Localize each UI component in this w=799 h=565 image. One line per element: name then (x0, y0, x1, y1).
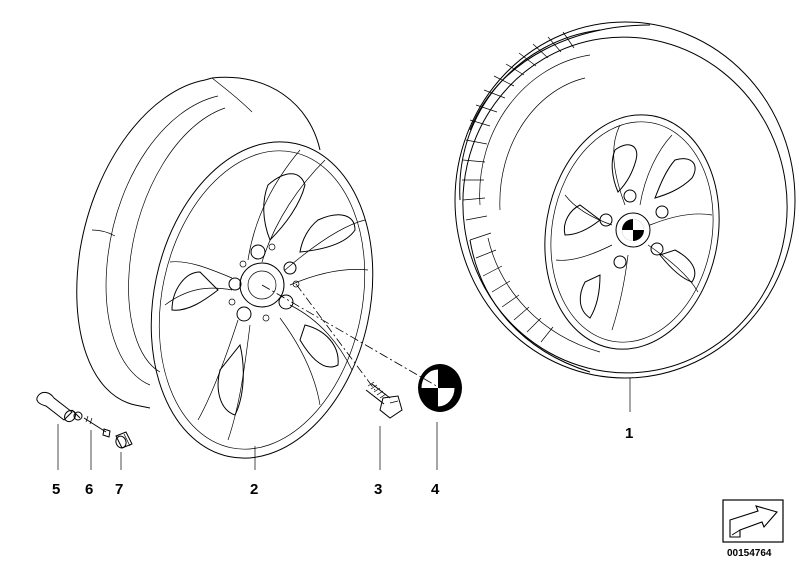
diagram-corner-arrow-icon (722, 499, 784, 543)
alloy-rim-illustration (76, 76, 374, 459)
callout-7: 7 (115, 481, 123, 498)
callout-1: 1 (625, 425, 633, 442)
callout-6: 6 (85, 481, 93, 498)
leader-lines (57, 283, 631, 470)
callout-5: 5 (52, 481, 60, 498)
callout-2: 2 (250, 481, 258, 498)
valve-cap-illustration (115, 431, 133, 449)
callout-4: 4 (431, 481, 440, 498)
complete-wheel-tyre-illustration (454, 21, 796, 379)
callout-3: 3 (374, 481, 382, 498)
wheel-bolt-illustration (365, 381, 403, 419)
document-number: 00154764 (727, 548, 772, 559)
valve-core-illustration (83, 415, 111, 438)
valve-stem-illustration (36, 391, 83, 423)
